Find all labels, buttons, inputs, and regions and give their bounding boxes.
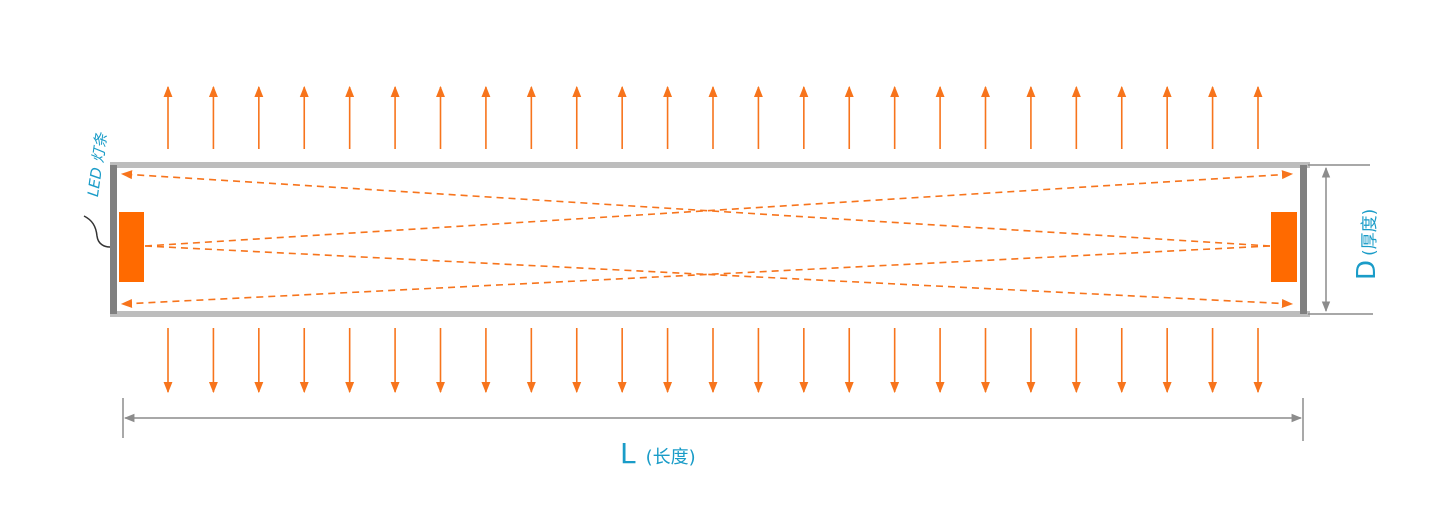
left-end-cap xyxy=(110,165,117,314)
length-symbol: L xyxy=(620,437,636,470)
led-leader-line xyxy=(83,215,111,248)
panel-bottom-edge xyxy=(110,311,1310,317)
thickness-label: D (厚度) xyxy=(1352,209,1382,280)
panel-top-edge xyxy=(110,162,1310,168)
thickness-symbol: D xyxy=(1352,259,1382,280)
ray-left-to-bottom-right xyxy=(144,245,1294,308)
thickness-text: (厚度) xyxy=(1360,208,1380,256)
ray-left-to-top-right xyxy=(144,170,1294,247)
led-block-right xyxy=(1271,212,1297,282)
downward-light-arrows xyxy=(163,328,1263,394)
right-end-cap xyxy=(1300,165,1307,314)
led-block-left xyxy=(119,212,144,282)
length-label: L (长度) xyxy=(620,437,696,470)
ray-right-to-top-left xyxy=(120,170,1271,247)
upward-light-arrows xyxy=(163,85,1263,149)
thickness-dimension xyxy=(1308,164,1373,315)
length-text: (长度) xyxy=(645,447,696,468)
length-dimension xyxy=(122,398,1304,441)
ray-right-to-bottom-left xyxy=(120,245,1271,308)
internal-light-rays xyxy=(120,170,1294,308)
